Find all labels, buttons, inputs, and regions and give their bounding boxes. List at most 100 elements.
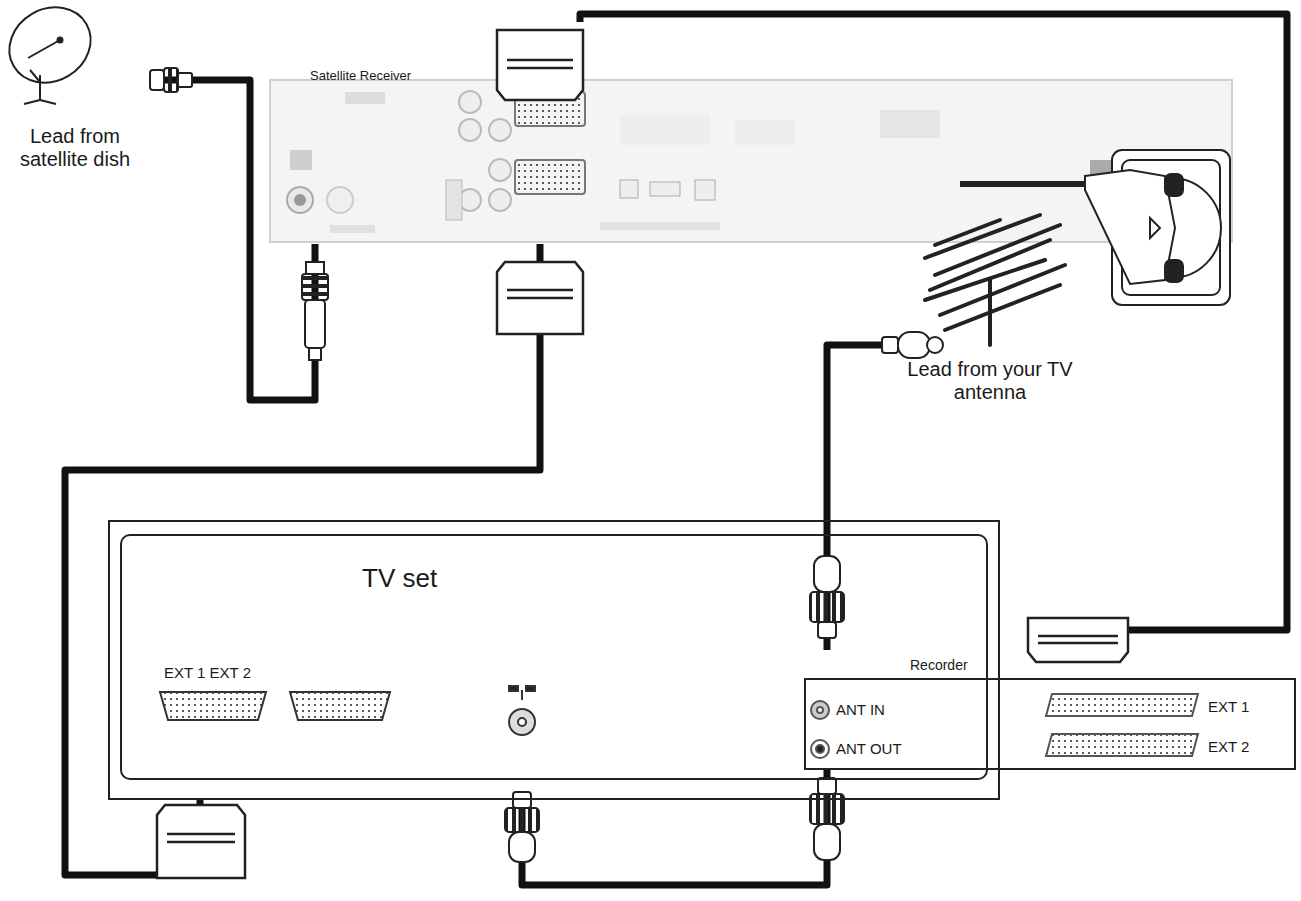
- satellite-dish-part: [24, 100, 40, 104]
- coax-plug-part: [150, 70, 164, 90]
- antenna-socket-part: [521, 690, 523, 700]
- recorder-socket-part: [1046, 734, 1198, 756]
- tv-antenna-part: [935, 220, 1000, 245]
- recorder-socket-part: [1046, 694, 1198, 716]
- scart-plug-part: [507, 297, 573, 300]
- mains-socket-part: [1165, 260, 1183, 282]
- coax-plug-part: [509, 832, 535, 862]
- antenna-socket-part: [518, 718, 526, 726]
- antenna-socket-part: [509, 686, 518, 691]
- receiver-panel-part: [446, 180, 462, 220]
- receiver-panel-part: [459, 119, 481, 141]
- antenna-socket-part: [526, 686, 535, 691]
- scart-plug-part: [497, 262, 583, 334]
- port-label: EXT 1 EXT 2: [164, 664, 251, 681]
- scart-socket: [160, 692, 390, 720]
- recorder-socket-part: [811, 740, 829, 758]
- mains-socket-part: [1085, 170, 1175, 284]
- device-label: TV set: [362, 564, 437, 594]
- coax-plug-part: [814, 824, 840, 860]
- receiver-panel: [270, 80, 1232, 242]
- recorder-socket-part: [811, 701, 829, 719]
- scart-plug: [157, 805, 245, 878]
- satellite-dish-part: [30, 70, 40, 82]
- antenna-lead: Lead from your TV antenna: [905, 210, 1080, 425]
- receiver-panel-part: [620, 180, 638, 198]
- receiver-panel-part: [695, 180, 715, 200]
- port-label: EXT 2: [1208, 738, 1249, 755]
- device-label: Recorder: [910, 657, 968, 673]
- receiver-panel-part: [515, 160, 585, 194]
- coax-plug: [882, 332, 943, 358]
- scart-plug-part: [497, 30, 583, 100]
- satellite-dish-part: [0, 0, 104, 97]
- tv-antenna: [925, 215, 1065, 345]
- receiver-panel-part: [489, 119, 511, 141]
- recorder: RecorderANT IN ANT OUT EXT 1 EXT 2: [800, 650, 1296, 770]
- f-plug-part: [305, 300, 325, 348]
- scart-plug: [1028, 618, 1128, 662]
- scart-plug-part: [157, 805, 245, 878]
- satellite-receiver: Satellite Receiver: [268, 22, 1233, 244]
- f-plug-part: [306, 262, 324, 274]
- tv-set: TV setEXT 1 EXT 2: [108, 520, 1000, 800]
- coax-plug-part: [505, 808, 539, 832]
- f-plug: [302, 262, 328, 360]
- receiver-panel-part: [735, 120, 795, 145]
- scart-plug: [497, 30, 583, 100]
- mains-socket-part: [1150, 218, 1160, 238]
- coax-plug-part: [178, 73, 192, 87]
- satellite-dish: [0, 0, 104, 104]
- mains-socket-part: [960, 181, 1085, 187]
- scart-plug-part: [1038, 635, 1118, 638]
- coax-plug-part: [882, 337, 898, 353]
- recorder-socket-part: [817, 707, 823, 713]
- tv-antenna-part: [945, 285, 1060, 330]
- satellite-dish-part: [39, 75, 41, 100]
- receiver-panel-part: [600, 222, 720, 230]
- receiver-panel-part: [294, 194, 306, 206]
- mains-socket-part: [1165, 174, 1183, 196]
- coax-plug: [810, 556, 844, 638]
- port-label: ANT IN: [836, 701, 885, 718]
- satellite-dish-part: [40, 100, 56, 104]
- receiver-panel-part: [270, 80, 1232, 242]
- port-label: EXT 1: [1208, 698, 1249, 715]
- tv-antenna-part: [925, 215, 1040, 258]
- receiver-panel-part: [489, 159, 511, 181]
- dish-lead: Lead from satellite dish: [5, 5, 155, 195]
- receiver-panel-part: [459, 91, 481, 113]
- scart-plug: [497, 262, 583, 334]
- coax-plug-part: [898, 332, 930, 358]
- receiver-panel-part: [330, 225, 375, 233]
- mains-socket: [960, 150, 1230, 305]
- receiver-panel-part: [620, 115, 710, 145]
- recorder-socket: [811, 694, 1198, 758]
- coax-plug: [150, 68, 192, 92]
- scart-socket-part: [160, 692, 266, 720]
- receiver-panel-part: [327, 187, 353, 213]
- receiver-panel-part: [650, 182, 680, 196]
- coax-plug: [810, 778, 844, 860]
- receiver-panel-part: [290, 150, 312, 170]
- port-label: ANT OUT: [836, 740, 902, 757]
- coax-plug-part: [164, 68, 178, 92]
- device-label: Satellite Receiver: [310, 69, 411, 84]
- satellite-dish-part: [28, 40, 60, 58]
- antenna-socket: [509, 686, 535, 735]
- f-plug-part: [302, 274, 328, 300]
- cable: [65, 244, 540, 875]
- scart-plug-part: [507, 59, 573, 62]
- cable: [522, 770, 827, 885]
- coax-plug-part: [810, 592, 844, 622]
- coax-plug-part: [818, 622, 836, 638]
- receiver-panel-part: [287, 187, 313, 213]
- scart-plug-part: [507, 67, 573, 70]
- coax-plug-part: [513, 792, 531, 808]
- receiver-panel-part: [489, 189, 511, 211]
- antenna-socket-part: [509, 709, 535, 735]
- scart-plug-part: [167, 841, 235, 844]
- receiver-panel-part: [880, 110, 940, 138]
- coax-plug-part: [814, 556, 840, 592]
